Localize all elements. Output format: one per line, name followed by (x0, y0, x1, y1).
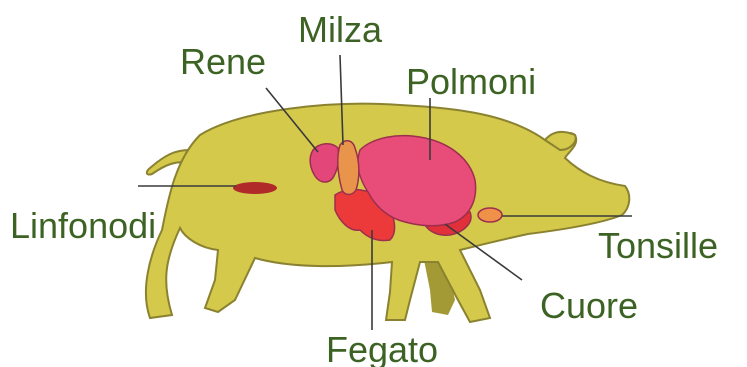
label-cuore: Cuore (540, 285, 638, 326)
spleen (338, 141, 359, 195)
label-fegato: Fegato (326, 329, 438, 367)
label-tonsille: Tonsille (598, 225, 718, 266)
lymph-node (233, 182, 277, 194)
label-rene: Rene (180, 41, 266, 82)
tonsil (478, 208, 502, 222)
kidney (310, 144, 339, 182)
label-polmoni: Polmoni (406, 61, 536, 102)
label-linfonodi: Linfonodi (10, 205, 156, 246)
label-milza: Milza (298, 9, 383, 50)
